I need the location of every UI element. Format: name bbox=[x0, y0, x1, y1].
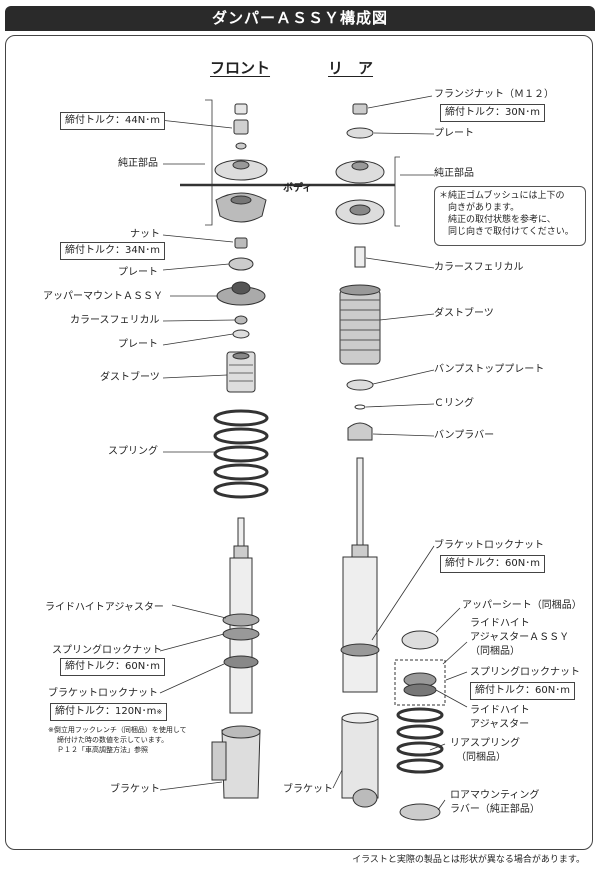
front-torque-nut-box: 締付トルク：34N･m bbox=[60, 242, 165, 260]
rear-ride-height-line-1: ライドハイト bbox=[470, 705, 530, 716]
rear-flange-nut-label: フランジナット（Ｍ１２） bbox=[434, 89, 554, 100]
front-spring-label: スプリング bbox=[108, 446, 158, 457]
rear-ride-height-assy-line-1: ライドハイト bbox=[470, 618, 530, 629]
rear-lower-mount-line-2: ラバー（純正部品） bbox=[450, 804, 540, 815]
rear-damper-body-part bbox=[342, 556, 378, 693]
rear-bracket-part bbox=[341, 717, 379, 799]
front-bracket-part bbox=[221, 729, 261, 799]
front-bracket-lock-nut-label: ブラケットロックナット bbox=[48, 688, 158, 699]
rear-spring-part bbox=[396, 707, 444, 774]
rear-note-line-1: ＊純正ゴムブッシュには上下の bbox=[439, 191, 565, 201]
rear-torque-flange-box: 締付トルク：30N･m bbox=[440, 104, 545, 122]
rear-note-line-4: 同じ向きで取付けてください。 bbox=[439, 227, 574, 237]
footer-disclaimer: イラストと実際の製品とは形状が異なる場合があります。 bbox=[352, 855, 585, 865]
rear-genuine-label: 純正部品 bbox=[434, 168, 474, 179]
rear-lower-rubber-mount-part bbox=[399, 803, 441, 821]
front-ride-height-adjuster-part bbox=[222, 613, 260, 627]
front-bracket-label: ブラケット bbox=[110, 784, 160, 795]
front-top-nut-part bbox=[234, 103, 248, 115]
body-label: ボディ bbox=[283, 183, 313, 194]
front-spring-lock-nut-label: スプリングロックナット bbox=[52, 645, 162, 656]
rear-torque-spring-lock-box: 締付トルク：60N･m bbox=[470, 682, 575, 700]
rear-upper-rubber-part bbox=[335, 160, 385, 184]
rear-plate-label: プレート bbox=[434, 128, 474, 139]
front-genuine-label: 純正部品 bbox=[118, 158, 158, 169]
rear-collar-label: カラースフェリカル bbox=[434, 262, 524, 273]
front-note-line-1: ※倒立用フックレンチ（同梱品）を使用して bbox=[48, 726, 187, 734]
rear-c-ring-part bbox=[354, 404, 366, 410]
front-bracket-lock-nut-part bbox=[223, 655, 259, 669]
front-torque-nut-part bbox=[233, 119, 249, 135]
rear-ride-height-line-2: アジャスター bbox=[470, 719, 530, 730]
front-note-line-2: 締付けた時の数値を示しています。 bbox=[57, 736, 169, 744]
front-torque-bracket-lock-value: 締付トルク：120N･m bbox=[55, 706, 157, 717]
rear-spring-lock-nut-label: スプリングロックナット bbox=[470, 667, 580, 678]
front-torque-top-box: 締付トルク：44N･m bbox=[60, 112, 165, 130]
rear-bump-stop-plate-label: バンプストッププレート bbox=[434, 364, 545, 375]
rear-spring-line-1: リアスプリング bbox=[450, 738, 520, 749]
front-dust-boot-part bbox=[226, 351, 256, 393]
rear-collar-part bbox=[354, 246, 366, 268]
front-ride-height-label: ライドハイトアジャスター bbox=[45, 602, 164, 613]
rear-c-ring-label: Ｃリング bbox=[434, 398, 474, 409]
page-title: ダンパーＡＳＳＹ構成図 bbox=[5, 6, 595, 31]
diagram-frame bbox=[5, 35, 593, 850]
rear-lower-mount-line-1: ロアマウンティング bbox=[450, 790, 540, 801]
front-plate1-label: プレート bbox=[118, 267, 158, 278]
front-note-line-3: Ｐ１２「車高調整方法」参照 bbox=[57, 746, 148, 754]
rear-dust-boot-label: ダストブーツ bbox=[434, 308, 494, 319]
rear-spring-line-2: （同梱品） bbox=[456, 752, 506, 763]
front-lower-rubber-part bbox=[215, 192, 267, 223]
front-heading: フロント bbox=[210, 59, 271, 77]
rear-ride-height-assy-line-2: アジャスターＡＳＳＹ bbox=[470, 632, 570, 643]
rear-flange-nut-part bbox=[352, 103, 368, 115]
front-collar-label: カラースフェリカル bbox=[70, 315, 160, 326]
front-torque-spring-lock-box: 締付トルク：60N･m bbox=[60, 658, 165, 676]
rear-bracket-label: ブラケット bbox=[283, 784, 333, 795]
front-dust-boot-label: ダストブーツ bbox=[100, 372, 160, 383]
rear-ride-height-assy-line-3: （同梱品） bbox=[470, 646, 520, 657]
front-spring-part bbox=[213, 409, 269, 499]
rear-bump-rubber-label: バンプラバー bbox=[434, 430, 495, 441]
front-upper-mount-label: アッパーマウントＡＳＳＹ bbox=[43, 291, 163, 302]
rear-upper-seat-label: アッパーシート（同梱品） bbox=[462, 600, 582, 611]
rear-torque-bracket-lock-box: 締付トルク：60N･m bbox=[440, 555, 545, 573]
rear-upper-seat-part bbox=[401, 630, 439, 650]
front-damper-rod-part bbox=[237, 517, 245, 549]
rear-bushing-note: ＊純正ゴムブッシュには上下の 向きがあります。 純正の取付状態を参考に、 同じ向… bbox=[434, 186, 586, 246]
front-torque-mark: ※ bbox=[156, 708, 163, 716]
front-nut-label: ナット bbox=[130, 229, 160, 240]
rear-bracket-lock-nut-label: ブラケットロックナット bbox=[434, 540, 544, 551]
rear-note-line-2: 向きがあります。 bbox=[439, 203, 520, 213]
rear-note-line-3: 純正の取付状態を参考に、 bbox=[439, 215, 556, 225]
front-plate2-label: プレート bbox=[118, 339, 158, 350]
front-washer-part bbox=[235, 142, 247, 150]
rear-bump-rubber-part bbox=[347, 422, 373, 441]
rear-heading: リ ア bbox=[328, 59, 374, 77]
front-torque-bracket-lock-box: 締付トルク：120N･m※ bbox=[50, 703, 168, 721]
rear-dust-boot-part bbox=[339, 284, 381, 365]
